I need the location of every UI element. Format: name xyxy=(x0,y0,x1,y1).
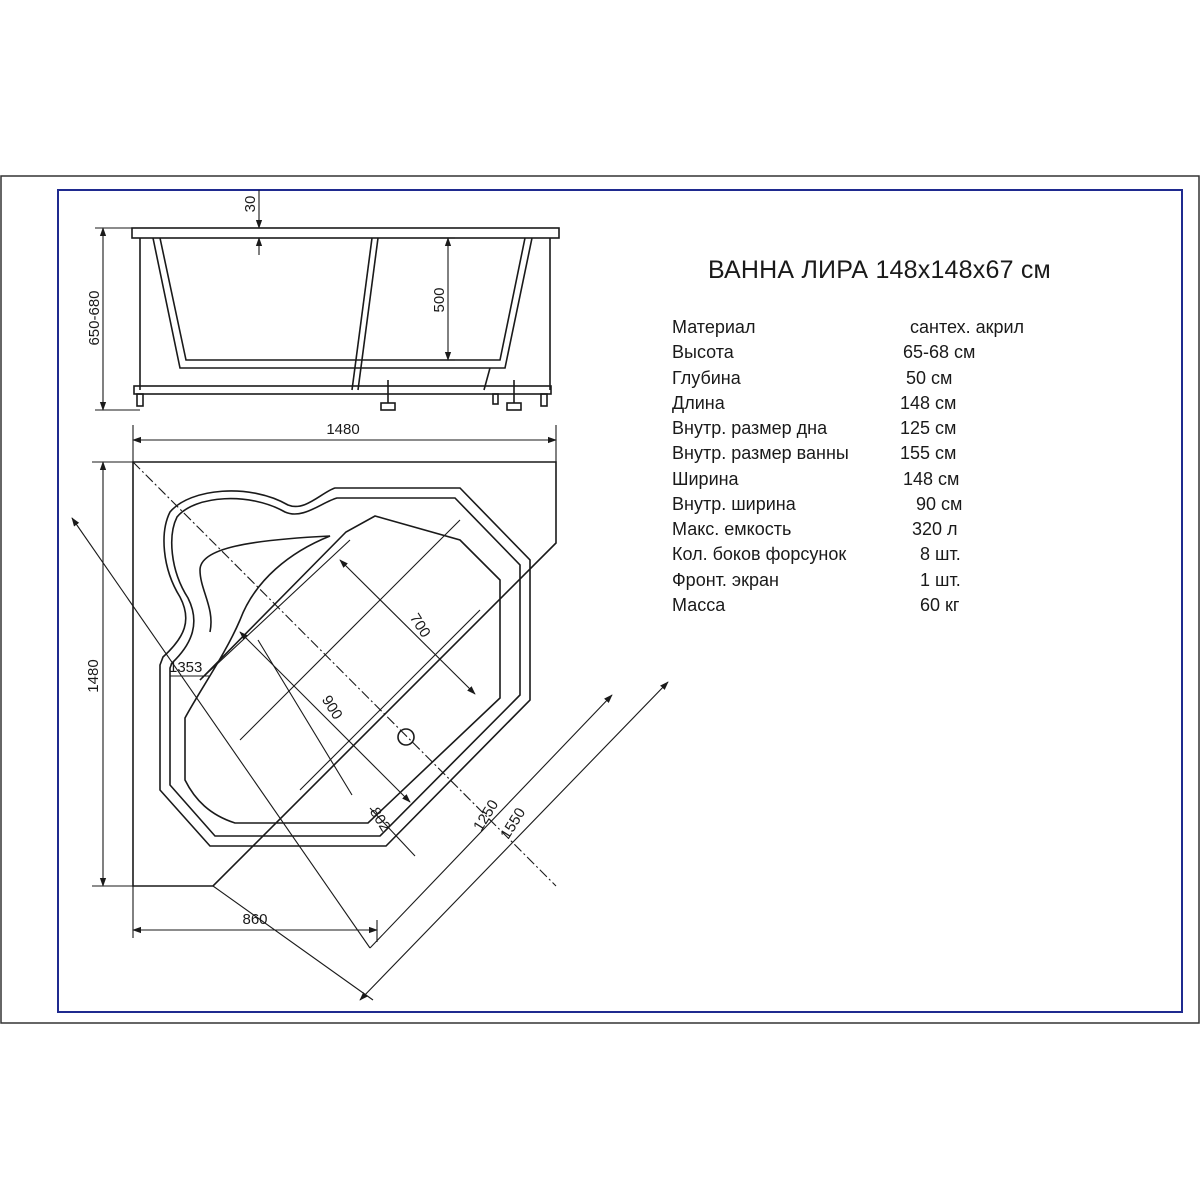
spec-label: Глубина xyxy=(672,368,741,388)
side-view xyxy=(131,227,560,411)
spec-row-capacity: Макс. емкость 320 л xyxy=(672,517,1092,542)
plan-view-dimensions xyxy=(71,425,669,1001)
spec-value: 320 л xyxy=(912,519,958,539)
spec-row-height: Высота 65-68 см xyxy=(672,340,1092,365)
dim-inner-width: 700 xyxy=(406,610,434,640)
drawing-frame xyxy=(57,189,1183,1013)
spec-label: Масса xyxy=(672,595,726,615)
spec-value: 1 шт. xyxy=(920,570,961,590)
spec-value: сантех. акрил xyxy=(910,317,1025,337)
dim-width-top: 1480 xyxy=(326,421,359,438)
dim-rim-thickness: 30 xyxy=(242,196,259,213)
spec-value: 148 см xyxy=(903,469,960,489)
dim-bottom-length: 1250 xyxy=(470,797,502,834)
side-view-dimensions xyxy=(95,190,455,411)
spec-value: 125 см xyxy=(900,418,957,438)
dim-bottom-offset: 802 xyxy=(366,804,394,834)
spec-value: 90 см xyxy=(916,494,963,514)
dim-height-left: 1480 xyxy=(85,659,102,692)
sheet-border xyxy=(0,175,1200,1024)
spec-value: 148 см xyxy=(900,393,957,413)
spec-value: 8 шт. xyxy=(920,544,961,564)
spec-label: Кол. боков форсунок xyxy=(672,544,847,564)
spec-row-inner-width: Внутр. ширина 90 см xyxy=(672,492,1092,517)
spec-value: 65-68 см xyxy=(903,342,976,362)
spec-label: Материал xyxy=(672,317,756,337)
spec-row-bath-size: Внутр. размер ванны 155 см xyxy=(672,441,1092,466)
product-title: ВАННА ЛИРА 148х148х67 см xyxy=(708,256,1051,284)
dim-seat-radius: 1353 xyxy=(169,659,202,676)
spec-label: Внутр. размер дна xyxy=(672,418,828,438)
spec-label: Внутр. ширина xyxy=(672,494,796,514)
spec-value: 60 кг xyxy=(920,595,960,615)
dim-front-width: 860 xyxy=(242,911,267,928)
spec-label: Ширина xyxy=(672,469,739,489)
spec-label: Внутр. размер ванны xyxy=(672,443,849,463)
spec-row-material: Материал сантех. акрил xyxy=(672,315,1092,340)
spec-row-front-panel: Фронт. экран 1 шт. xyxy=(672,568,1092,593)
spec-row-jets: Кол. боков форсунок 8 шт. xyxy=(672,542,1092,567)
spec-row-width: Ширина 148 см xyxy=(672,467,1092,492)
spec-row-bottom-size: Внутр. размер дна 125 см xyxy=(672,416,1092,441)
spec-row-weight: Масса 60 кг xyxy=(672,593,1092,618)
spec-value: 155 см xyxy=(900,443,957,463)
spec-label: Фронт. экран xyxy=(672,570,779,590)
dim-inner-depth: 500 xyxy=(431,287,448,312)
spec-value: 50 см xyxy=(906,368,953,388)
dim-overall-height: 650-680 xyxy=(86,290,103,345)
spec-label: Высота xyxy=(672,342,734,362)
spec-row-depth: Глубина 50 см xyxy=(672,366,1092,391)
spec-label: Макс. емкость xyxy=(672,519,792,539)
dim-bottom-width: 900 xyxy=(318,692,346,722)
spec-label: Длина xyxy=(672,393,725,413)
spec-row-length: Длина 148 см xyxy=(672,391,1092,416)
